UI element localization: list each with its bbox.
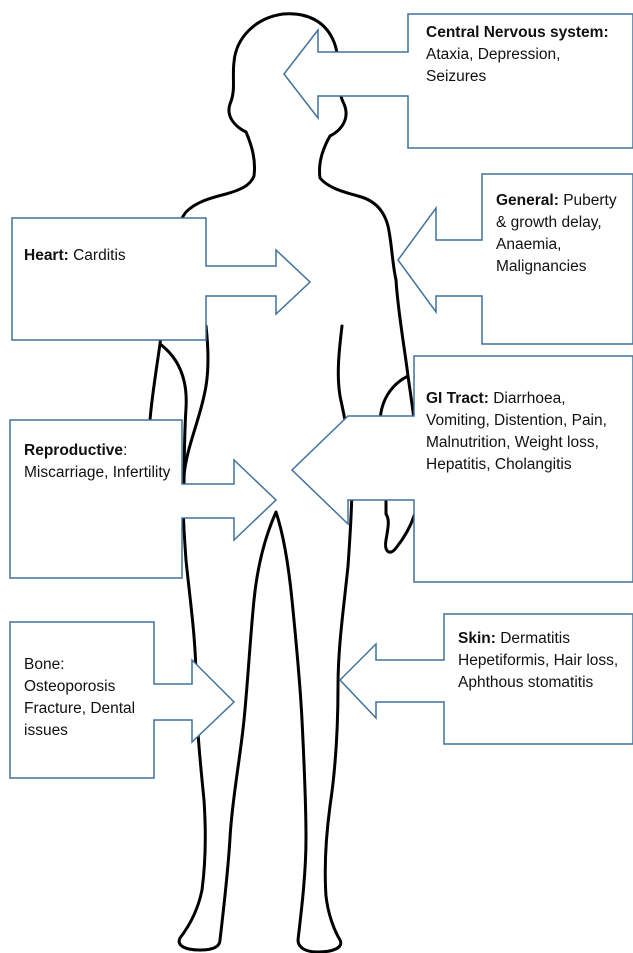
reproductive-title: Reproductive	[24, 442, 123, 459]
cns-title: Central Nervous system:	[426, 24, 609, 41]
skin-callout-text: Skin: Dermatitis Hepetiformis, Hair loss…	[458, 628, 630, 694]
skin-title: Skin:	[458, 630, 496, 647]
reproductive-callout-text: Reproductive: Miscarriage, Infertility	[24, 440, 178, 484]
general-title: General:	[496, 192, 559, 209]
cns-body: Ataxia, Depression, Seizures	[426, 46, 560, 85]
general-callout-text: General: Puberty & growth delay, Anaemia…	[496, 190, 628, 278]
heart-body: Carditis	[69, 247, 126, 264]
torso-and-legs-outline	[179, 326, 352, 952]
gi-callout-text: GI Tract: Diarrhoea, Vomiting, Distentio…	[426, 388, 626, 476]
heart-callout-shape	[12, 218, 310, 340]
bone-callout-text: Bone: Osteoporosis Fracture, Dental issu…	[24, 654, 152, 742]
bone-body: Bone: Osteoporosis Fracture, Dental issu…	[24, 656, 135, 739]
heart-callout-text: Heart: Carditis	[24, 245, 200, 267]
gi-title: GI Tract:	[426, 390, 489, 407]
heart-title: Heart:	[24, 247, 69, 264]
cns-callout-text: Central Nervous system: Ataxia, Depressi…	[426, 22, 622, 88]
